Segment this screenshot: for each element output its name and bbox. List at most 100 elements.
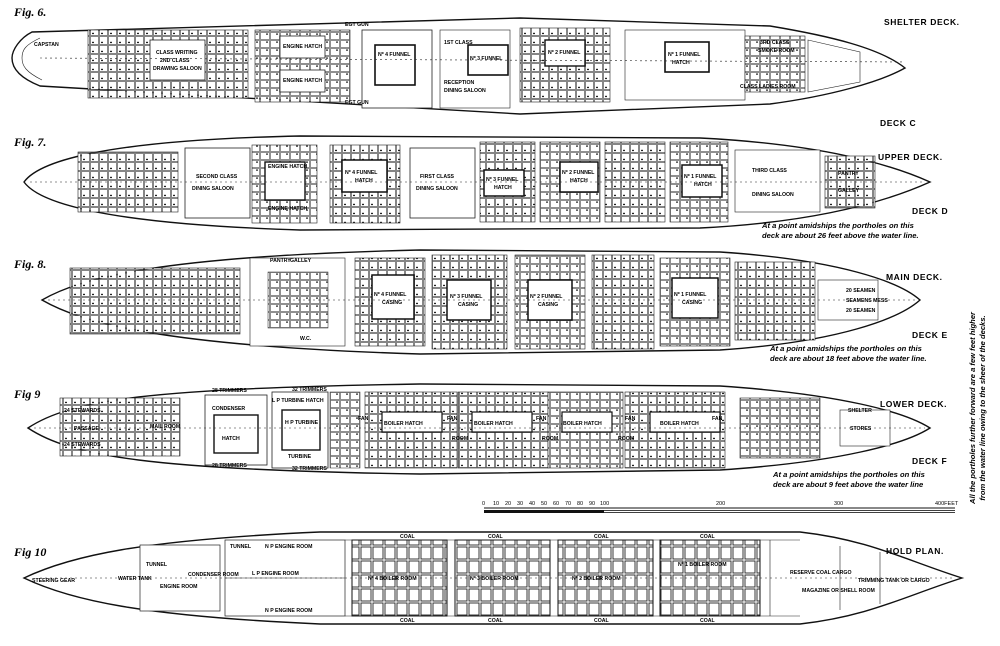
room-label: FIRST CLASS	[420, 174, 455, 180]
room-label: L P ENGINE ROOM	[252, 571, 299, 577]
room-label: PASSAGE	[74, 426, 100, 432]
scale-labels: 0 10 20 30 40 50 60 70 80 90 100 200 300…	[482, 501, 959, 507]
deck-letter-e: DECK E	[912, 330, 948, 340]
room-label: HATCH	[672, 60, 690, 66]
deck-f-plan	[26, 383, 932, 475]
hold-room-labels: STEERING GEAR TUNNEL TUNNEL N P ENGINE R…	[32, 534, 930, 624]
room-label: CASING	[538, 302, 558, 308]
room-label: CLASS WRITING	[156, 50, 198, 56]
side-note-line2: from the water line owing to the sheer o…	[978, 315, 987, 500]
room-label: COAL	[700, 618, 716, 624]
room-label: Nº 1 FUNNEL	[674, 292, 707, 298]
scale-tick-label: 70	[565, 501, 571, 507]
room-label: MAGAZINE OR SHELL ROOM	[802, 588, 875, 594]
room-label: COAL	[488, 534, 504, 540]
room-label: 24 STEWARDS	[64, 408, 101, 414]
room-label: GALLEY	[838, 188, 860, 194]
fig-8-caption: Fig. 8.	[13, 257, 46, 271]
deck-c-room-labels: CAPSTAN CLASS WRITING 2ND CLASS DRAWING …	[34, 22, 796, 106]
room-label: SEAMENS MESS	[846, 298, 888, 304]
room-label: DINING SALOON	[444, 88, 486, 94]
room-label: CASING	[682, 300, 702, 306]
deck-name-lower: LOWER DECK.	[880, 399, 947, 409]
room-label: DINING SALOON	[192, 186, 234, 192]
room-label: 3RD CLASS	[760, 40, 790, 46]
room-label: L P TURBINE HATCH	[272, 398, 324, 404]
room-label: COAL	[594, 534, 610, 540]
deck-name-upper: UPPER DECK.	[878, 152, 943, 162]
room-label: CONDENSER	[212, 406, 245, 412]
room-label: Nº 3 FUNNEL	[470, 56, 503, 62]
room-label: COAL	[400, 618, 416, 624]
room-label: Nº 3 FUNNEL	[486, 177, 519, 183]
room-label: COAL	[400, 534, 416, 540]
side-note: All the portholes further forward are a …	[968, 311, 987, 505]
room-label: 32 TRIMMERS	[292, 387, 327, 393]
room-label: DINING SALOON	[416, 186, 458, 192]
deck-e-room-labels: Nº 4 FUNNEL CASING Nº 3 FUNNEL CASING Nº…	[270, 258, 888, 342]
deck-f-note-line2: deck are about 9 feet above the water li…	[773, 480, 924, 489]
room-label: 2ND CLASS	[160, 58, 190, 64]
room-label: ENGINE HATCH	[283, 78, 322, 84]
room-label: Nº 4 FUNNEL	[374, 292, 407, 298]
fig-9-caption: Fig 9	[13, 387, 40, 401]
room-label: PANTRY	[838, 171, 859, 177]
room-label: 1ST CLASS	[444, 40, 473, 46]
deck-f-note-line1: At a point amidships the portholes on th…	[772, 470, 925, 479]
room-label: THIRD CLASS	[752, 168, 787, 174]
room-label: STEERING GEAR	[32, 578, 75, 584]
room-label: BOILER HATCH	[660, 421, 699, 427]
room-label: 24 STEWARDS	[64, 442, 101, 448]
room-label: ENGINE HATCH	[268, 206, 307, 212]
room-label: BOILER HATCH	[474, 421, 513, 427]
room-label: HATCH	[494, 185, 512, 191]
room-label: DRAWING SALOON	[153, 66, 202, 72]
room-label: BOILER HATCH	[563, 421, 602, 427]
room-label: ENGINE HATCH	[268, 164, 307, 170]
room-label: HATCH	[570, 178, 588, 184]
scale-tick-label: 30	[517, 501, 523, 507]
room-label: COAL	[594, 618, 610, 624]
room-label: WATER TANK	[118, 576, 152, 582]
room-label: SHELTER	[848, 408, 872, 414]
room-label: 28 TRIMMERS	[212, 388, 247, 394]
fig-10-caption: Fig 10	[13, 545, 46, 559]
scale-tick-label: 10	[493, 501, 499, 507]
room-label: Nº 1 FUNNEL	[668, 52, 701, 58]
deck-d-plan	[23, 135, 932, 231]
deck-f-room-labels: 24 STEWARDS PASSAGE 24 STEWARDS MAIL ROO…	[64, 387, 872, 472]
room-label: BOILER HATCH	[384, 421, 423, 427]
fig-7-caption: Fig. 7.	[13, 135, 46, 149]
room-label: Nº 1 BOILER ROOM	[678, 562, 727, 568]
room-label: Nº 2 FUNNEL	[562, 170, 595, 176]
room-label: Nº 4 BOILER ROOM	[368, 576, 417, 582]
room-label: TURBINE	[288, 454, 312, 460]
room-label: EGT GUN	[345, 22, 369, 28]
side-note-line1: All the portholes further forward are a …	[968, 311, 977, 505]
deck-name-shelter: SHELTER DECK.	[884, 17, 960, 27]
scale-tick-label: 100	[600, 501, 609, 507]
room-label: CLASS LADIES ROOM	[740, 84, 796, 90]
room-label: ROOM	[618, 436, 634, 442]
room-label: ROOM	[542, 436, 558, 442]
room-label: PANTRY	[270, 258, 291, 264]
deck-e-plan	[40, 249, 922, 355]
room-label: 20 SEAMEN	[846, 308, 876, 314]
room-label: CASING	[458, 302, 478, 308]
scale-tick-label: 50	[541, 501, 547, 507]
deck-name-hold: HOLD PLAN.	[886, 546, 944, 556]
room-label: Nº 1 FUNNEL	[684, 174, 717, 180]
room-label: ROOM	[452, 436, 468, 442]
room-label: STORES	[850, 426, 872, 432]
room-label: Nº 3 BOILER ROOM	[470, 576, 519, 582]
room-label: Nº 4 FUNNEL	[378, 52, 411, 58]
room-label: N P ENGINE ROOM	[265, 544, 312, 550]
deck-letter-c: DECK C	[880, 118, 916, 128]
room-label: SMOKE ROOM	[758, 48, 795, 54]
room-label: CONDENSER ROOM	[188, 572, 239, 578]
fig-6-caption: Fig. 6.	[13, 5, 46, 19]
deck-d-note-line1: At a point amidships the portholes on th…	[761, 221, 914, 230]
room-label: FAN	[536, 416, 547, 422]
room-label: Nº 2 FUNNEL	[530, 294, 563, 300]
room-label: COAL	[488, 618, 504, 624]
